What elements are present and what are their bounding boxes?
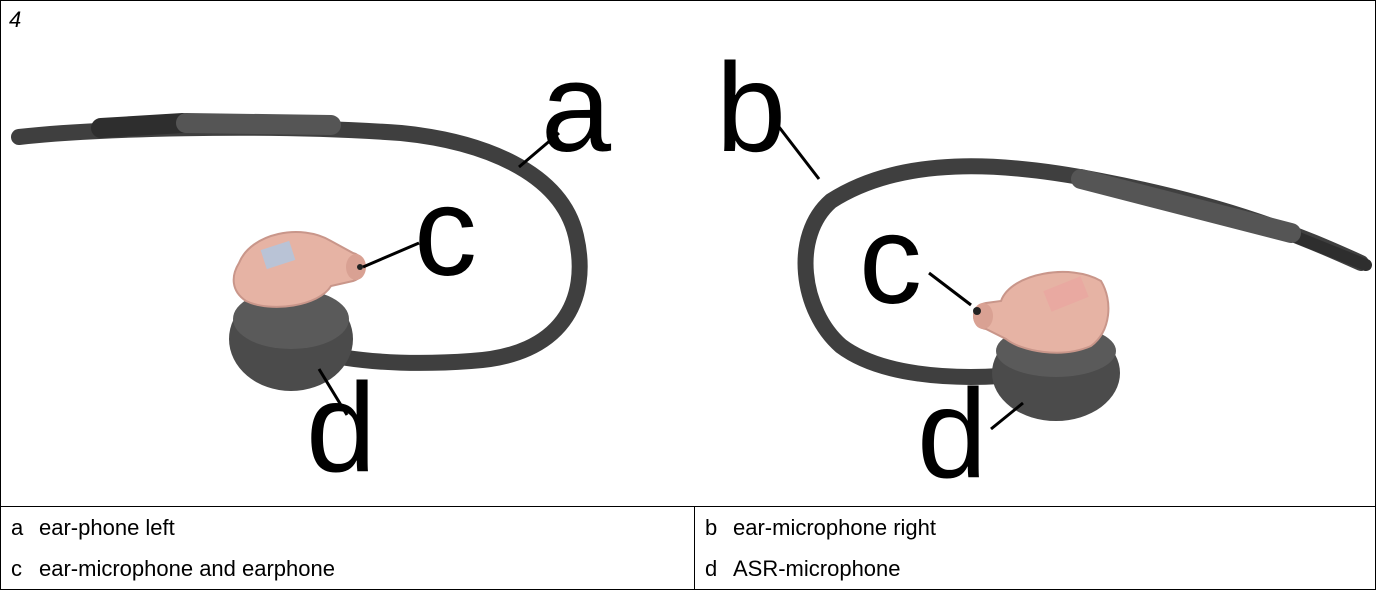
figure-number: 4 xyxy=(9,7,22,32)
legend-key: d xyxy=(705,556,718,581)
figure-panel: 4 xyxy=(1,1,1375,507)
photo-label-a: a xyxy=(541,37,612,178)
legend-divider xyxy=(694,507,695,589)
legend-text: ASR-microphone xyxy=(733,556,901,581)
photo-label-b: b xyxy=(716,37,786,178)
legend-item-a: a ear-phone left xyxy=(1,507,694,548)
photo-label-c-right: c xyxy=(859,189,922,330)
earpiece-photo: a b c c d d xyxy=(11,37,1372,504)
right-earpiece xyxy=(797,158,1372,421)
legend-text: ear-microphone right xyxy=(733,515,936,540)
left-earpiece xyxy=(11,113,588,391)
legend-key: a xyxy=(11,515,24,540)
leader-lines xyxy=(317,126,1024,431)
photo-label-d-left: d xyxy=(306,357,376,498)
photo-label-c-left: c xyxy=(414,161,477,302)
legend-text: ear-microphone and earphone xyxy=(39,556,335,581)
legend-item-b: b ear-microphone right xyxy=(695,507,1375,548)
legend-key: c xyxy=(11,556,22,581)
legend-item-d: d ASR-microphone xyxy=(695,548,1375,589)
legend-key: b xyxy=(705,515,718,540)
photo-label-d-right: d xyxy=(917,363,987,504)
legend-text: ear-phone left xyxy=(39,515,175,540)
legend-item-c: c ear-microphone and earphone xyxy=(1,548,694,589)
